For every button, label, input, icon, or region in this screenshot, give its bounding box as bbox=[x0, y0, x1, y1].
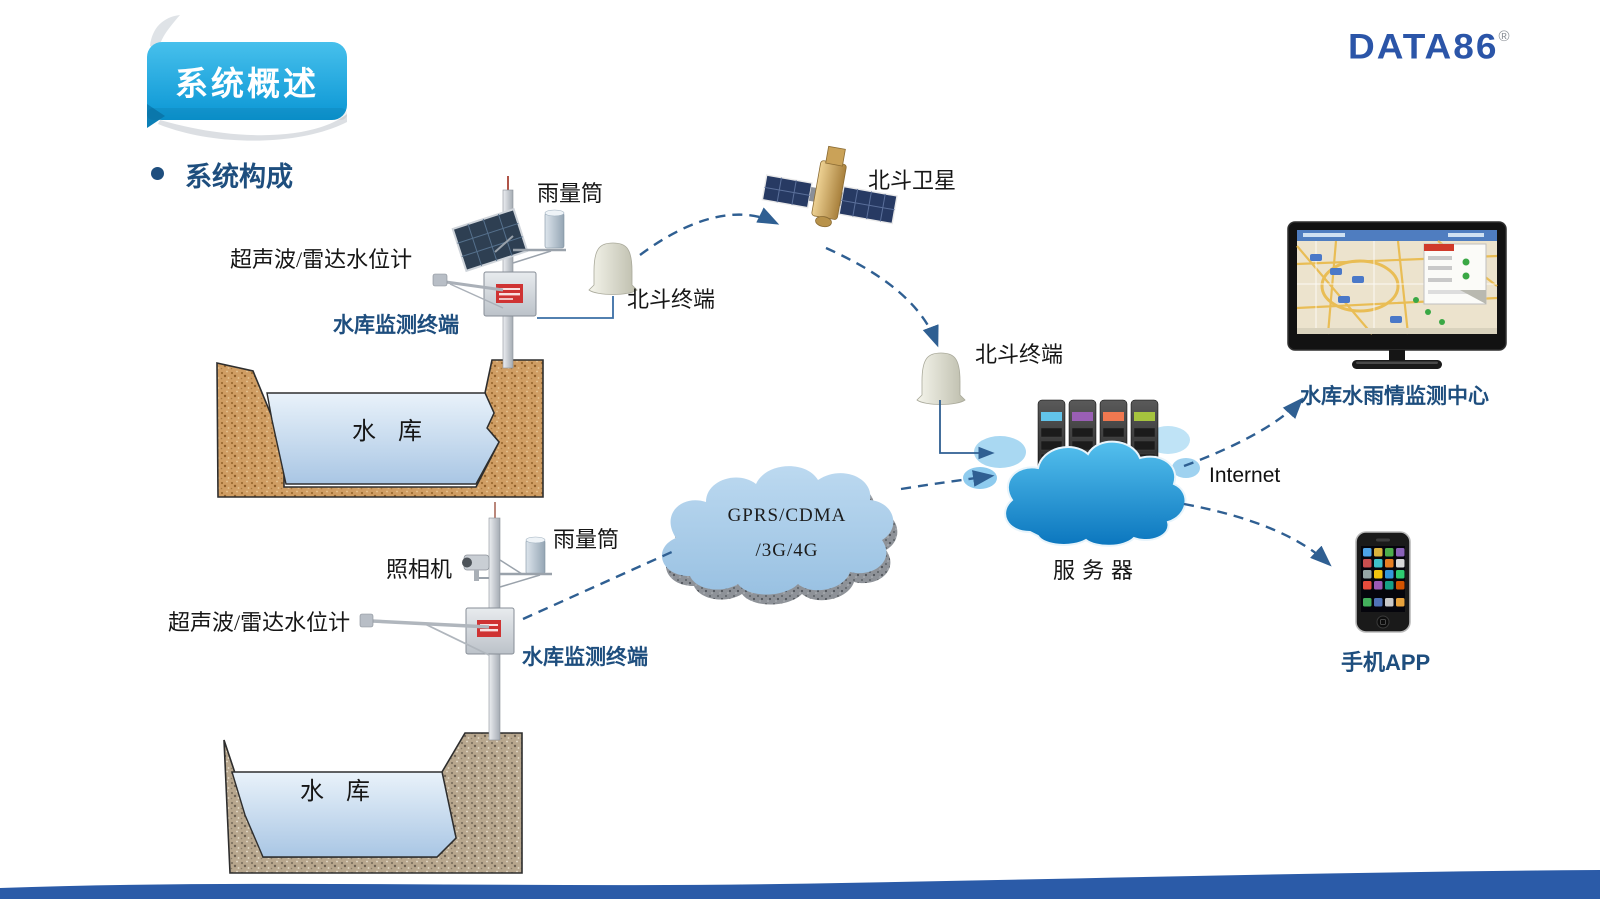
station2-water-level-label: 超声波/雷达水位计 bbox=[168, 610, 351, 635]
link-server-monitor bbox=[1183, 397, 1304, 468]
smartphone-icon bbox=[1355, 531, 1411, 633]
registered-mark: ® bbox=[1498, 28, 1510, 46]
station1-beidou-terminal-label: 北斗终端 bbox=[627, 287, 716, 312]
rain-gauge-icon bbox=[544, 209, 565, 249]
server-icon bbox=[963, 399, 1200, 547]
brand-logo: DATA86® bbox=[1348, 26, 1510, 67]
connectors bbox=[522, 207, 1332, 621]
water-level-sensor-icon bbox=[359, 613, 490, 656]
map-markers bbox=[1310, 254, 1402, 323]
network-cloud-line2: /3G/4G bbox=[755, 540, 819, 561]
monitor-center-label: 水库水雨情监测中心 bbox=[1300, 385, 1489, 408]
camera-icon bbox=[462, 554, 490, 581]
control-box-icon bbox=[465, 607, 515, 655]
map-dots bbox=[1413, 297, 1445, 325]
station2-camera-label: 照相机 bbox=[386, 557, 453, 582]
link-station2-cloud bbox=[522, 549, 675, 621]
station2-terminal-label: 水库监测终端 bbox=[522, 646, 648, 669]
server-label: 服务器 bbox=[1053, 558, 1141, 583]
station-2-illustration bbox=[359, 502, 552, 741]
station1-terminal-label: 水库监测终端 bbox=[333, 314, 459, 337]
title-ribbon bbox=[147, 15, 347, 141]
internet-label: Internet bbox=[1209, 464, 1281, 487]
server-cloud bbox=[1004, 440, 1187, 547]
beidou-terminal-2-icon bbox=[916, 352, 966, 405]
reservoir-1-illustration bbox=[216, 359, 544, 498]
mobile-app-label: 手机APP bbox=[1341, 650, 1431, 675]
link-server-phone bbox=[1183, 502, 1332, 567]
satellite-label: 北斗卫星 bbox=[868, 168, 957, 193]
water-level-sensor-icon bbox=[432, 273, 504, 309]
beidou-satellite-icon bbox=[761, 145, 898, 228]
network-cloud-icon bbox=[661, 466, 898, 605]
page-title: 系统概述 bbox=[175, 65, 319, 102]
beidou-terminal-1-icon bbox=[537, 242, 638, 319]
network-cloud-line1: GPRS/CDMA bbox=[727, 505, 847, 526]
solar-panel-icon bbox=[451, 207, 529, 273]
bullet-icon bbox=[151, 167, 164, 180]
monitor-icon bbox=[1287, 221, 1507, 369]
station2-rain-gauge-label: 雨量筒 bbox=[553, 527, 620, 552]
map-popup bbox=[1423, 243, 1487, 305]
link-terminal2-server bbox=[939, 400, 995, 460]
link-satellite-terminal2 bbox=[825, 246, 939, 348]
section-heading: 系统构成 bbox=[185, 162, 293, 192]
link-cloud-server bbox=[900, 470, 995, 491]
control-box-icon bbox=[483, 271, 537, 317]
reservoir-2-illustration bbox=[223, 732, 523, 874]
link-terminal1-satellite bbox=[639, 207, 780, 256]
station1-water-level-label: 超声波/雷达水位计 bbox=[230, 247, 413, 272]
reservoir1-label: 水 库 bbox=[352, 419, 430, 445]
footer-wave bbox=[0, 870, 1600, 899]
rain-gauge-icon bbox=[525, 536, 546, 575]
reservoir2-label: 水 库 bbox=[300, 779, 378, 805]
station1-rain-gauge-label: 雨量筒 bbox=[537, 181, 604, 206]
station-1-illustration bbox=[432, 176, 566, 369]
beidou-terminal2-label: 北斗终端 bbox=[975, 342, 1064, 367]
app-icons bbox=[1363, 548, 1405, 607]
